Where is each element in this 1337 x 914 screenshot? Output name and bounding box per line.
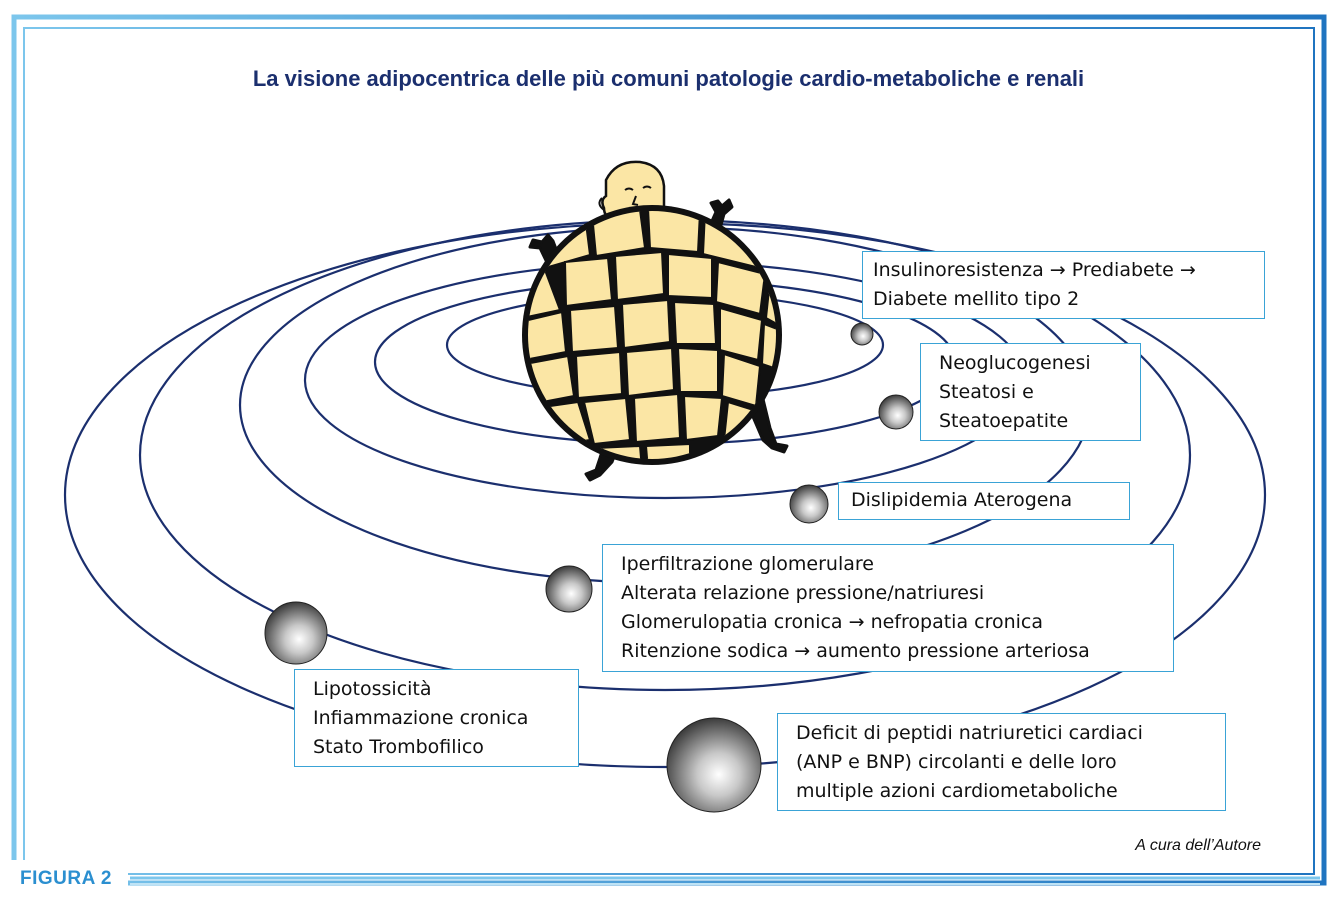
box-lipotossicita: Lipotossicità Infiammazione cronica Stat…: [294, 669, 579, 767]
box-iperfiltrazione: Iperfiltrazione glomerulare Alterata rel…: [602, 544, 1174, 672]
box-neoglucogenesi: Neoglucogenesi Steatosi e Steatoepatite: [920, 343, 1141, 441]
planet-2: [878, 394, 914, 430]
box-line: Stato Trombofilico: [313, 736, 484, 758]
figure-label: FIGURA 2: [20, 868, 112, 889]
box-line: Steatosi e: [939, 381, 1034, 403]
planet-1: [850, 322, 874, 346]
box-line: (ANP e BNP) circolanti e delle loro: [796, 751, 1117, 773]
credit: A cura dell’Autore: [1135, 837, 1261, 854]
adipocyte-man-icon: [522, 160, 789, 482]
box-line: Infiammazione cronica: [313, 707, 529, 729]
planet-5: [264, 601, 328, 665]
box-line: Insulinoresistenza → Prediabete →: [873, 259, 1196, 281]
box-line: Neoglucogenesi: [939, 352, 1091, 374]
box-line: Glomerulopatia cronica → nefropatia cron…: [621, 611, 1043, 633]
planet-6: [666, 717, 762, 813]
box-line: Steatoepatite: [939, 410, 1069, 432]
box-line: Deficit di peptidi natriuretici cardiaci: [796, 722, 1143, 744]
box-insulinoresistenza: Insulinoresistenza → Prediabete → Diabet…: [862, 251, 1265, 319]
box-deficit-peptidi: Deficit di peptidi natriuretici cardiaci…: [777, 713, 1226, 811]
box-line: Ritenzione sodica → aumento pressione ar…: [621, 640, 1090, 662]
box-line: Alterata relazione pressione/natriuresi: [621, 582, 985, 604]
box-dislipidemia: Dislipidemia Aterogena: [838, 482, 1130, 520]
box-line: Lipotossicità: [313, 678, 432, 700]
planets: [264, 322, 914, 813]
box-line: Iperfiltrazione glomerulare: [621, 553, 874, 575]
box-line: Diabete mellito tipo 2: [873, 288, 1080, 310]
figure-title: La visione adipocentrica delle più comun…: [252, 66, 1085, 91]
box-line: multiple azioni cardiometaboliche: [796, 780, 1118, 802]
planet-3: [789, 484, 829, 524]
box-line: Dislipidemia Aterogena: [851, 489, 1073, 511]
planet-4: [545, 565, 593, 613]
